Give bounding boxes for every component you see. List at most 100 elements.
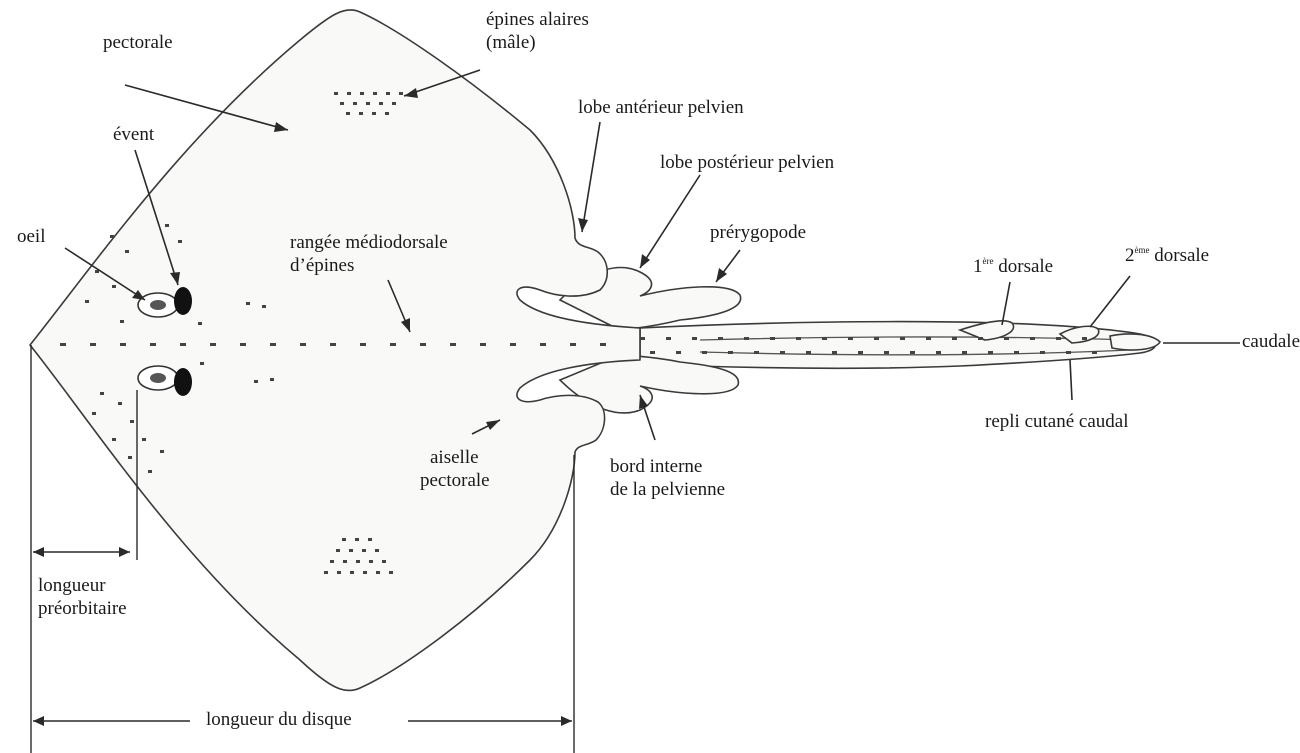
upper-spiracle: [174, 287, 192, 315]
thorn-dot: [200, 362, 204, 365]
thorn-dot: [375, 549, 379, 552]
thorn-dot: [420, 343, 426, 346]
thorn-dot: [130, 420, 134, 423]
label-bord-interne-2: de la pelvienne: [610, 479, 725, 501]
label-lobe-posterieur: lobe postérieur pelvien: [660, 152, 834, 174]
label-repli-cutane: repli cutané caudal: [985, 411, 1128, 433]
thorn-dot: [210, 343, 216, 346]
lower-spiracle: [174, 368, 192, 396]
thorn-dot: [480, 343, 486, 346]
thorn-dot: [363, 571, 367, 574]
thorn-dot: [540, 343, 546, 346]
thorn-dot: [262, 305, 266, 308]
thorn-dot: [796, 337, 801, 340]
thorn-dot: [118, 402, 122, 405]
thorn-dot: [246, 302, 250, 305]
thorn-dot: [1030, 337, 1035, 340]
thorn-dot: [330, 560, 334, 563]
thorn-dot: [988, 351, 993, 354]
thorn-dot: [362, 549, 366, 552]
lower-eye-pupil: [150, 373, 166, 383]
thorn-dot: [353, 102, 357, 105]
thorn-dot: [340, 102, 344, 105]
thorn-dot: [884, 351, 889, 354]
thorn-dot: [343, 560, 347, 563]
thorn-dot: [718, 337, 723, 340]
thorn-dot: [270, 343, 276, 346]
thorn-dot: [1082, 337, 1087, 340]
thorn-dot: [858, 351, 863, 354]
thorn-dot: [342, 538, 346, 541]
thorn-dot: [120, 320, 124, 323]
thorn-dot: [770, 337, 775, 340]
thorn-dot: [832, 351, 837, 354]
thorn-dot: [650, 351, 655, 354]
thorn-dot: [728, 351, 733, 354]
label-1ere-dorsale: 1ère dorsale: [973, 256, 1053, 278]
thorn-dot: [254, 380, 258, 383]
thorn-dot: [676, 351, 681, 354]
thorn-dot: [822, 337, 827, 340]
thorn-dot: [100, 392, 104, 395]
thorn-dot: [1004, 337, 1009, 340]
ray-disc: [30, 10, 640, 691]
thorn-dot: [110, 235, 114, 238]
thorn-dot: [355, 538, 359, 541]
lobe-anterieur-pointer: [582, 122, 600, 232]
thorn-dot: [368, 538, 372, 541]
thorn-dot: [780, 351, 785, 354]
label-longueur-pre-2: préorbitaire: [38, 598, 127, 620]
thorn-dot: [978, 337, 983, 340]
thorn-dot: [666, 337, 671, 340]
label-lobe-anterieur: lobe antérieur pelvien: [578, 97, 744, 119]
thorn-dot: [90, 343, 96, 346]
thorn-dot: [165, 224, 169, 227]
thorn-dot: [1066, 351, 1071, 354]
thorn-dot: [160, 450, 164, 453]
thorn-dot: [198, 322, 202, 325]
thorn-dot: [379, 102, 383, 105]
thorn-dot: [150, 343, 156, 346]
thorn-dot: [349, 549, 353, 552]
thorn-dot: [350, 571, 354, 574]
label-oeil: oeil: [17, 226, 46, 248]
label-longueur-pre-1: longueur: [38, 575, 106, 597]
thorn-dot: [1040, 351, 1045, 354]
thorn-dot: [382, 560, 386, 563]
thorn-dot: [120, 343, 126, 346]
caudal-fin: [1110, 334, 1160, 350]
label-caudale: caudale: [1242, 331, 1300, 353]
thorn-dot: [570, 343, 576, 346]
thorn-dot: [336, 549, 340, 552]
thorn-dot: [356, 560, 360, 563]
thorn-dot: [510, 343, 516, 346]
label-2eme-dorsale: 2ème dorsale: [1125, 245, 1209, 267]
thorn-dot: [324, 571, 328, 574]
thorn-dot: [385, 112, 389, 115]
thorn-dot: [392, 102, 396, 105]
thorn-dot: [848, 337, 853, 340]
thorn-dot: [92, 412, 96, 415]
thorn-dot: [386, 92, 390, 95]
label-epines-male: (mâle): [486, 32, 536, 54]
thorn-dot: [346, 112, 350, 115]
thorn-dot: [359, 112, 363, 115]
thorn-dot: [910, 351, 915, 354]
thorn-dot: [936, 351, 941, 354]
thorn-dot: [360, 92, 364, 95]
thorn-dot: [376, 571, 380, 574]
thorn-dot: [874, 337, 879, 340]
thorn-dot: [369, 560, 373, 563]
thorn-dot: [270, 378, 274, 381]
label-prerygopode: prérygopode: [710, 222, 806, 244]
thorn-dot: [347, 92, 351, 95]
thorn-dot: [754, 351, 759, 354]
thorn-dot: [330, 343, 336, 346]
thorn-dot: [337, 571, 341, 574]
thorn-dot: [900, 337, 905, 340]
thorn-dot: [334, 92, 338, 95]
label-event: évent: [113, 124, 154, 146]
thorn-dot: [640, 337, 645, 340]
label-longueur-disque: longueur du disque: [206, 709, 352, 731]
